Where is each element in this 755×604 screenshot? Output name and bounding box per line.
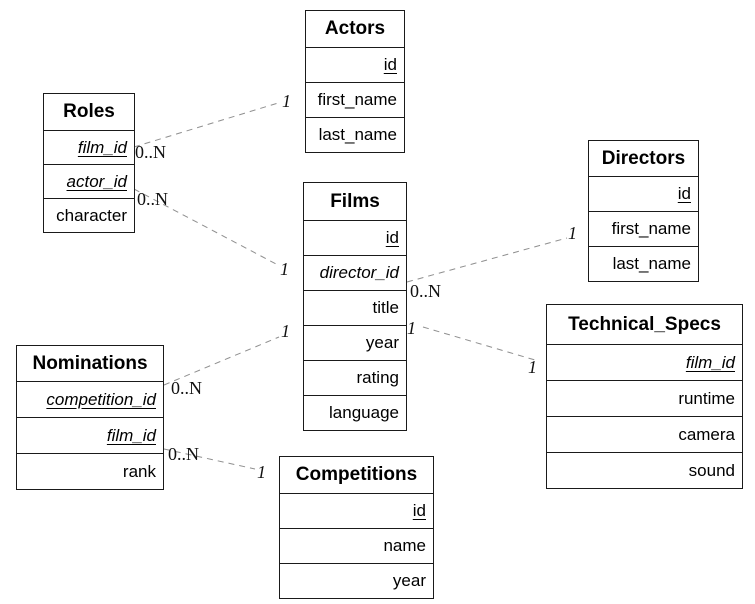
table-row: id <box>304 221 406 256</box>
column-nominations-competition-id: competition_id <box>46 389 156 409</box>
column-films-language: language <box>329 403 399 422</box>
table-row: sound <box>547 453 742 488</box>
cardinality-nominations-films-near-films: 1 <box>281 321 290 341</box>
table-roles: Roles film_id actor_id character <box>43 93 135 233</box>
table-row: actor_id <box>44 165 134 199</box>
table-films: Films id director_id title year rating l… <box>303 182 407 431</box>
table-row: id <box>589 177 698 212</box>
column-nominations-rank: rank <box>122 461 156 481</box>
column-technical-specs-camera: camera <box>678 424 735 444</box>
table-row: film_id <box>547 345 742 381</box>
column-actors-id: id <box>383 55 397 74</box>
table-row: film_id <box>17 418 163 454</box>
table-row: last_name <box>589 247 698 281</box>
column-technical-specs-sound: sound <box>688 460 735 480</box>
cardinality-roles-films-near-roles: 0..N <box>137 189 168 209</box>
column-films-year: year <box>365 333 399 352</box>
column-directors-first-name: first_name <box>611 219 691 238</box>
table-row: film_id <box>44 131 134 165</box>
column-directors-id: id <box>677 184 691 203</box>
table-roles-title: Roles <box>44 94 134 131</box>
column-technical-specs-film-id: film_id <box>685 352 735 372</box>
table-row: camera <box>547 417 742 453</box>
table-nominations: Nominations competition_id film_id rank <box>16 345 164 490</box>
column-competitions-id: id <box>412 501 426 520</box>
cardinality-films-technical-specs-near-technical-specs: 1 <box>528 357 537 377</box>
relationship-line-films-directors <box>406 237 568 283</box>
column-roles-actor-id: actor_id <box>66 171 127 191</box>
column-roles-character: character <box>56 205 127 225</box>
table-technical-specs: Technical_Specs film_id runtime camera s… <box>546 304 743 489</box>
cardinality-films-directors-near-directors: 1 <box>568 223 577 243</box>
table-row: id <box>280 494 433 529</box>
cardinality-nominations-competitions-near-competitions: 1 <box>257 462 266 482</box>
table-row: first_name <box>306 83 404 118</box>
column-nominations-film-id: film_id <box>106 425 156 445</box>
table-technical-specs-title: Technical_Specs <box>547 305 742 345</box>
cardinality-films-technical-specs-near-films: 1 <box>407 318 416 338</box>
column-actors-first-name: first_name <box>317 90 397 109</box>
table-films-title: Films <box>304 183 406 221</box>
table-row: year <box>304 326 406 361</box>
table-row: first_name <box>589 212 698 247</box>
cardinality-nominations-films-near-nominations: 0..N <box>171 378 202 398</box>
column-technical-specs-runtime: runtime <box>678 388 735 408</box>
table-actors: Actors id first_name last_name <box>305 10 405 153</box>
table-actors-title: Actors <box>306 11 404 48</box>
column-competitions-year: year <box>392 571 426 590</box>
table-row: rank <box>17 454 163 489</box>
column-films-title: title <box>372 298 399 317</box>
table-row: title <box>304 291 406 326</box>
table-row: id <box>306 48 404 83</box>
relationship-line-roles-actors <box>133 102 279 148</box>
column-films-director-id: director_id <box>319 263 399 282</box>
table-row: runtime <box>547 381 742 417</box>
column-roles-film-id: film_id <box>77 137 127 157</box>
table-row: language <box>304 396 406 430</box>
table-row: director_id <box>304 256 406 291</box>
table-nominations-title: Nominations <box>17 346 163 382</box>
table-row: character <box>44 199 134 232</box>
table-row: rating <box>304 361 406 396</box>
relationship-line-films-technical-specs <box>422 326 536 361</box>
cardinality-roles-films-near-films: 1 <box>280 259 289 279</box>
column-films-id: id <box>385 228 399 247</box>
table-row: year <box>280 564 433 598</box>
column-directors-last-name: last_name <box>612 254 691 273</box>
cardinality-roles-actors-near-actors: 1 <box>282 91 291 111</box>
table-row: name <box>280 529 433 564</box>
cardinality-films-directors-near-films: 0..N <box>410 281 441 301</box>
cardinality-roles-actors-near-roles: 0..N <box>135 142 166 162</box>
table-row: competition_id <box>17 382 163 418</box>
column-actors-last-name: last_name <box>318 125 397 144</box>
column-competitions-name: name <box>383 536 426 555</box>
table-competitions-title: Competitions <box>280 457 433 494</box>
table-row: last_name <box>306 118 404 152</box>
table-competitions: Competitions id name year <box>279 456 434 599</box>
table-directors: Directors id first_name last_name <box>588 140 699 282</box>
cardinality-nominations-competitions-near-nominations: 0..N <box>168 444 199 464</box>
table-directors-title: Directors <box>589 141 698 177</box>
column-films-rating: rating <box>356 368 399 387</box>
